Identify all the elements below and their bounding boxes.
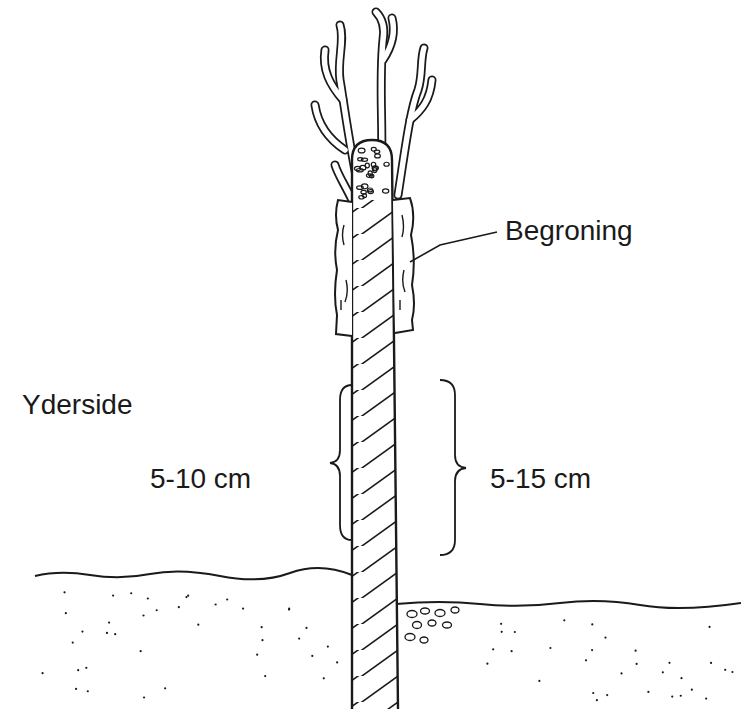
side-label: Yderside xyxy=(22,388,133,422)
stones xyxy=(405,607,459,643)
dimension-label: 5-10 cm xyxy=(150,462,251,496)
post-outline xyxy=(352,140,398,709)
growth-left xyxy=(335,200,352,336)
part-label: Begroning xyxy=(505,214,633,248)
seaweed xyxy=(315,12,432,200)
dimension-bracket xyxy=(330,385,352,540)
sand-dots xyxy=(41,591,733,701)
dimension-bracket xyxy=(440,380,466,555)
leader-line xyxy=(410,232,497,262)
ground-line xyxy=(396,601,741,608)
dimension-label: 5-15 cm xyxy=(490,462,591,496)
growth-right xyxy=(393,198,414,333)
post-stipple xyxy=(355,147,390,199)
ground-line xyxy=(35,568,352,579)
